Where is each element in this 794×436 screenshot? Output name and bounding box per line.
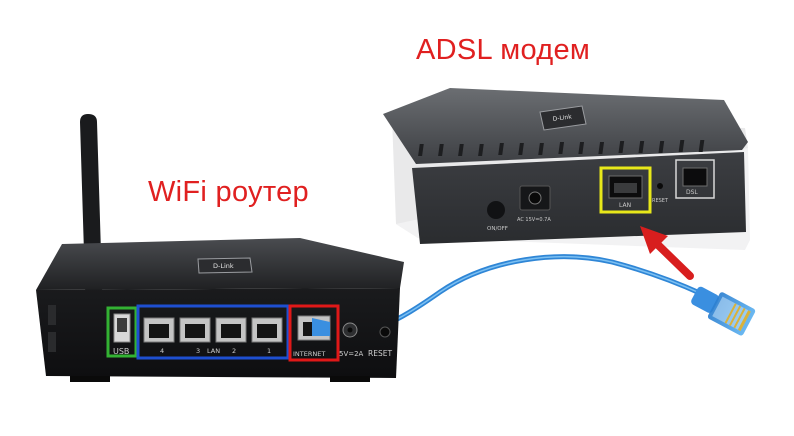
lan-group-label: LAN [207,347,220,355]
internet-highlight [288,304,340,362]
modem-brand-text: D-Link [552,113,572,123]
modem-power-switch [487,201,505,219]
modem-brand-badge: D-Link [539,105,587,131]
modem-power-label: AC 15V=0.7A [517,217,551,223]
modem-power-switch-label: ON/OFF [487,226,508,232]
modem-reset-label: RESET [652,198,669,204]
modem-vents [418,140,705,156]
adsl-modem: D-Link ON/OFF AC 15V=0.7A LAN RESET DSL [383,88,750,250]
internet-label: INTERNET [293,350,325,358]
router-caption: WiFi роутер [148,176,309,208]
rj45-connector [691,286,756,336]
modem-dsl-port [682,167,708,187]
router-reset-label: RESET [368,349,392,358]
router-brand-text: D-Link [213,262,234,270]
cable-plug-in-router [312,318,330,336]
modem-lan-label: LAN [619,202,631,209]
usb-label: USB [113,347,129,356]
modem-dsl-label: DSL [686,189,698,196]
red-arrow [640,226,694,280]
router-reset-hole [379,326,391,338]
modem-dsl-frame [675,159,715,199]
modem-lan-highlight [599,166,652,214]
modem-caption: ADSL модем [416,34,591,66]
lan-port-4-label: 4 [160,347,164,355]
lan-highlight [136,304,290,360]
modem-reset-hole [657,183,663,189]
wifi-router: D-Link USB 4 3 LAN 2 1 [36,114,404,382]
lan-port-1-label: 1 [267,347,271,355]
router-power-label: 5V=2A [339,350,364,358]
usb-highlight [106,306,138,358]
modem-back-panel [412,152,746,244]
router-brand-badge: D-Link [197,257,253,274]
lan-port-2-label: 2 [232,347,236,355]
lan-port-3-label: 3 [196,347,200,355]
